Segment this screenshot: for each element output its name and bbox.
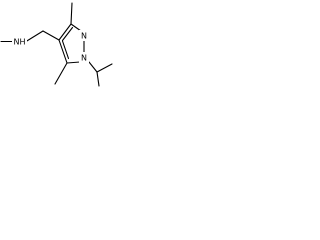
atom-nh: NH [14,38,26,47]
bond-n1-c5 [66,61,81,64]
bond-c5-c4-inner [61,40,70,60]
bond-nh-ch2 [25,30,44,43]
bond-ch2-ring [42,30,60,41]
bond-c4-c3 [58,23,72,41]
bond-ch-me1 [96,63,113,73]
atom-n1: N [81,54,87,63]
bond-c5-methyl [54,62,68,85]
bonds [0,2,113,87]
bond-c5-c4 [58,39,68,64]
bond-c4-c3-inner [61,26,74,42]
chemical-structure: NH N N [0,2,113,87]
bond-n1-ch [88,61,98,73]
bond-ch-me2 [96,71,100,87]
bond-c3-methyl [70,2,73,25]
atom-n2: N [81,32,87,41]
bond-c3-n2 [70,23,82,32]
atom-labels: NH N N [12,30,89,63]
